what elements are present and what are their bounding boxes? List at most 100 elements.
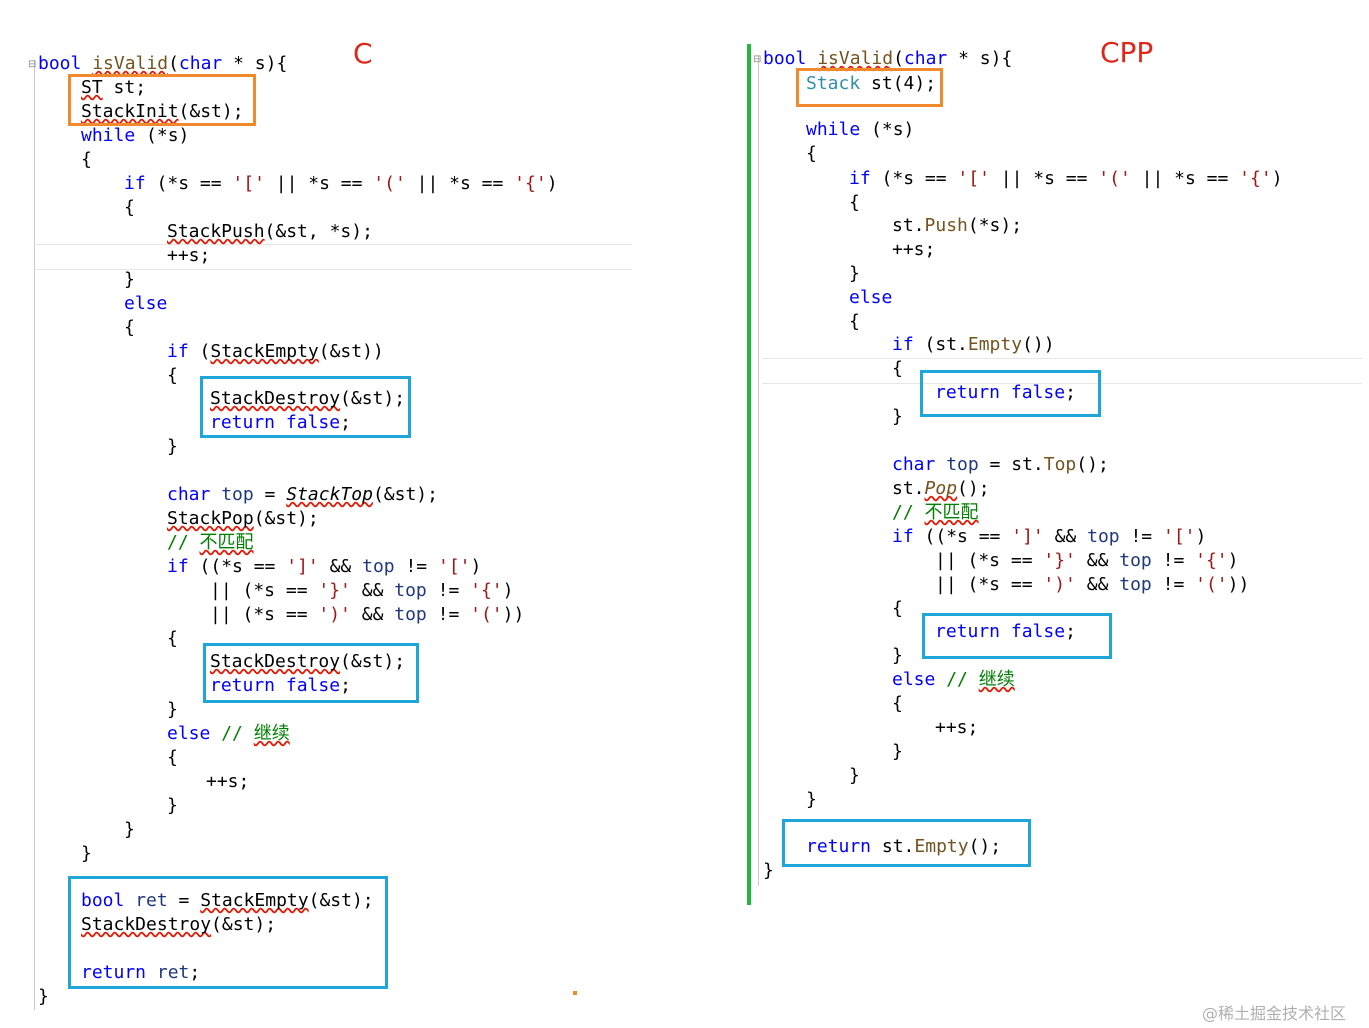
cpp-code-line[interactable]: {	[892, 597, 903, 621]
c-code-line[interactable]: }	[167, 794, 178, 818]
code-token: (	[893, 48, 904, 69]
code-token: || *s ==	[989, 168, 1099, 189]
code-token: return	[806, 836, 872, 857]
cpp-code-line[interactable]: ++s;	[892, 238, 935, 262]
c-code-line[interactable]: ++s;	[167, 244, 210, 268]
cpp-code-line[interactable]: bool isValid(char * s){	[763, 47, 1012, 71]
c-code-line[interactable]: }	[167, 435, 178, 459]
code-token: top	[362, 556, 395, 577]
c-code-line[interactable]: {	[81, 148, 92, 172]
cpp-code-line[interactable]: ++s;	[935, 716, 978, 740]
cpp-code-line[interactable]: }	[763, 859, 774, 883]
cpp-code-line[interactable]: }	[849, 764, 860, 788]
c-code-line[interactable]: StackDestroy(&st);	[210, 387, 405, 411]
c-code-line[interactable]: char top = StackTop(&st);	[167, 483, 438, 507]
code-token: || *s ==	[264, 173, 374, 194]
c-code-line[interactable]: return false;	[210, 674, 351, 698]
code-token: }	[167, 436, 178, 457]
cpp-code-line[interactable]: st.Pop();	[892, 477, 990, 501]
code-token: ;	[189, 962, 201, 983]
c-code-line[interactable]: ST st;	[81, 76, 146, 100]
code-token: if	[892, 526, 914, 547]
c-code-line[interactable]: {	[167, 364, 178, 388]
code-token: '{'	[514, 173, 547, 194]
c-code-line[interactable]: bool ret = StackEmpty(&st);	[81, 889, 374, 913]
cpp-code-line[interactable]: }	[806, 788, 817, 812]
cpp-code-line[interactable]: if (*s == '[' || *s == '(' || *s == '{')	[849, 167, 1283, 191]
c-code-line[interactable]: }	[167, 698, 178, 722]
c-code-line[interactable]: || (*s == '}' && top != '{')	[210, 579, 513, 603]
c-code-line[interactable]: StackInit(&st);	[81, 100, 244, 124]
code-token: st.	[892, 478, 925, 499]
cpp-code-line[interactable]: Stack st(4);	[806, 72, 936, 96]
c-code-line[interactable]: {	[124, 316, 135, 340]
c-code-line[interactable]: StackPop(&st);	[167, 507, 319, 531]
cpp-code-line[interactable]: else // 继续	[892, 668, 1015, 692]
code-token: bool	[38, 53, 82, 74]
cpp-code-line[interactable]: return st.Empty();	[806, 835, 1001, 859]
cpp-code-line[interactable]: {	[849, 310, 860, 334]
cpp-code-line[interactable]: || (*s == ')' && top != '('))	[935, 573, 1249, 597]
code-token: }	[38, 986, 49, 1007]
code-token: =	[167, 890, 201, 911]
code-token	[81, 53, 92, 74]
c-code-line[interactable]: return false;	[210, 411, 351, 435]
fold-toggle-icon[interactable]: ⊟	[28, 59, 37, 70]
c-code-line[interactable]: // 不匹配	[167, 531, 254, 555]
cpp-language-label: CPP	[1100, 36, 1154, 69]
cpp-code-line[interactable]: return false;	[935, 620, 1076, 644]
cpp-code-line[interactable]: }	[892, 740, 903, 764]
code-token: )	[502, 580, 514, 601]
c-code-line[interactable]: || (*s == ')' && top != '('))	[210, 603, 524, 627]
c-code-line[interactable]: if ((*s == ']' && top != '[')	[167, 555, 481, 579]
cpp-code-line[interactable]: }	[892, 405, 903, 429]
code-token: &&	[1043, 526, 1088, 547]
cpp-code-line[interactable]: if (st.Empty())	[892, 333, 1055, 357]
c-final-return-box	[68, 876, 388, 989]
cpp-code-line[interactable]: if ((*s == ']' && top != '[')	[892, 525, 1206, 549]
code-token: ++s;	[935, 717, 979, 738]
cpp-code-line[interactable]: }	[849, 262, 860, 286]
c-code-panel: C ⊟ bool isValid(char * s){ST st;StackIn…	[0, 0, 640, 1028]
cpp-code-line[interactable]: while (*s)	[806, 118, 914, 142]
code-token: '('	[1098, 168, 1131, 189]
cpp-code-line[interactable]: // 不匹配	[892, 501, 979, 525]
cpp-code-line[interactable]: || (*s == '}' && top != '{')	[935, 549, 1238, 573]
code-token: || *s ==	[405, 173, 515, 194]
c-code-line[interactable]: while (*s)	[81, 124, 189, 148]
cpp-code-line[interactable]: }	[892, 644, 903, 668]
divider-green-bar	[747, 44, 751, 905]
c-code-line[interactable]: StackDestroy(&st);	[81, 913, 276, 937]
c-code-line[interactable]: else // 继续	[167, 722, 290, 746]
code-token: ']'	[1011, 526, 1044, 547]
c-code-line[interactable]: if (StackEmpty(&st))	[167, 340, 384, 364]
c-code-line[interactable]: }	[124, 268, 135, 292]
c-code-line[interactable]: {	[167, 627, 178, 651]
cpp-code-line[interactable]: {	[892, 692, 903, 716]
c-code-line[interactable]: StackDestroy(&st);	[210, 650, 405, 674]
c-code-line[interactable]: {	[124, 196, 135, 220]
fold-toggle-icon[interactable]: ⊟	[753, 54, 762, 65]
c-code-line[interactable]: if (*s == '[' || *s == '(' || *s == '{')	[124, 172, 558, 196]
cpp-code-line[interactable]: else	[849, 286, 892, 310]
cpp-code-line[interactable]: {	[806, 142, 817, 166]
c-code-line[interactable]: return ret;	[81, 961, 200, 985]
cpp-code-line[interactable]: st.Push(*s);	[892, 214, 1022, 238]
c-code-line[interactable]: {	[167, 746, 178, 770]
cpp-code-line[interactable]: {	[892, 357, 903, 381]
code-token	[806, 48, 817, 69]
cpp-code-line[interactable]: char top = st.Top();	[892, 453, 1109, 477]
code-token: ();	[968, 836, 1002, 857]
c-code-line[interactable]: else	[124, 292, 167, 316]
c-code-line[interactable]: ++s;	[206, 770, 249, 794]
c-code-line[interactable]: StackPush(&st, *s);	[167, 220, 373, 244]
cpp-code-line[interactable]: {	[849, 191, 860, 215]
c-code-line[interactable]: }	[81, 842, 92, 866]
cpp-code-line[interactable]: return false;	[935, 381, 1076, 405]
c-code-line[interactable]: }	[38, 985, 49, 1009]
code-token: {	[167, 747, 178, 768]
code-token: //	[167, 532, 200, 553]
code-token: '}'	[1043, 550, 1076, 571]
c-code-line[interactable]: }	[124, 818, 135, 842]
c-code-line[interactable]: bool isValid(char * s){	[38, 52, 287, 76]
